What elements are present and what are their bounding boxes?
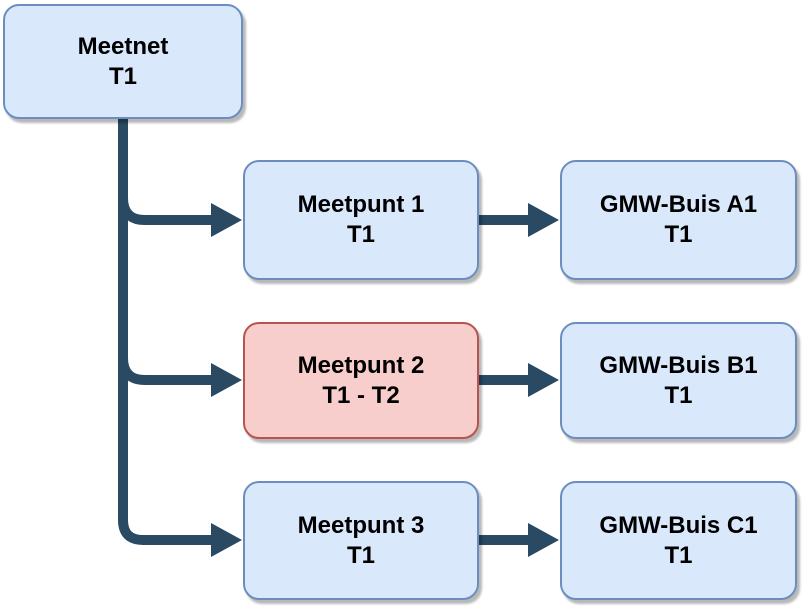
node-gmw-buis-a1: GMW-Buis A1 T1 [560, 160, 797, 280]
node-meetpunt-2-title: Meetpunt 2 [297, 351, 425, 379]
node-meetpunt-1-title: Meetpunt 1 [297, 191, 425, 218]
edge-meetnet-meetpunt3 [118, 117, 212, 545]
edge-meetnet-meetpunt1 [118, 197, 212, 225]
node-meetpunt-3-subtitle: T1 [346, 541, 375, 569]
arrowhead-meetpunt2-icon [211, 363, 242, 397]
node-meetpunt-2: Meetpunt 2 T1 - T2 [243, 322, 479, 439]
edge-meetnet-meetpunt2 [118, 357, 212, 385]
node-gmw-buis-c1: GMW-Buis C1 T1 [560, 481, 797, 600]
node-gmw-buis-a1-title: GMW-Buis A1 [599, 191, 758, 218]
node-meetpunt-2-subtitle: T1 - T2 [322, 381, 400, 409]
arrowhead-gmw-a1-icon [528, 203, 559, 237]
node-meetnet: Meetnet T1 [3, 4, 243, 119]
node-meetpunt-1-subtitle: T1 [346, 221, 375, 248]
arrowhead-gmw-b1-icon [528, 363, 559, 397]
arrowhead-meetpunt3-icon [211, 523, 242, 557]
node-meetpunt-3: Meetpunt 3 T1 [243, 481, 479, 600]
node-meetpunt-1: Meetpunt 1 T1 [243, 160, 479, 280]
node-gmw-buis-c1-title: GMW-Buis C1 [599, 511, 758, 539]
node-gmw-buis-c1-subtitle: T1 [664, 541, 693, 569]
node-meetnet-title: Meetnet [77, 32, 169, 60]
node-meetpunt-3-title: Meetpunt 3 [297, 511, 425, 539]
node-meetnet-subtitle: T1 [108, 62, 137, 90]
node-gmw-buis-b1: GMW-Buis B1 T1 [560, 322, 797, 439]
node-gmw-buis-a1-subtitle: T1 [664, 221, 693, 248]
node-gmw-buis-b1-title: GMW-Buis B1 [599, 351, 758, 379]
arrowhead-meetpunt1-icon [211, 203, 242, 237]
node-gmw-buis-b1-subtitle: T1 [664, 381, 693, 409]
arrowhead-gmw-c1-icon [528, 523, 559, 557]
